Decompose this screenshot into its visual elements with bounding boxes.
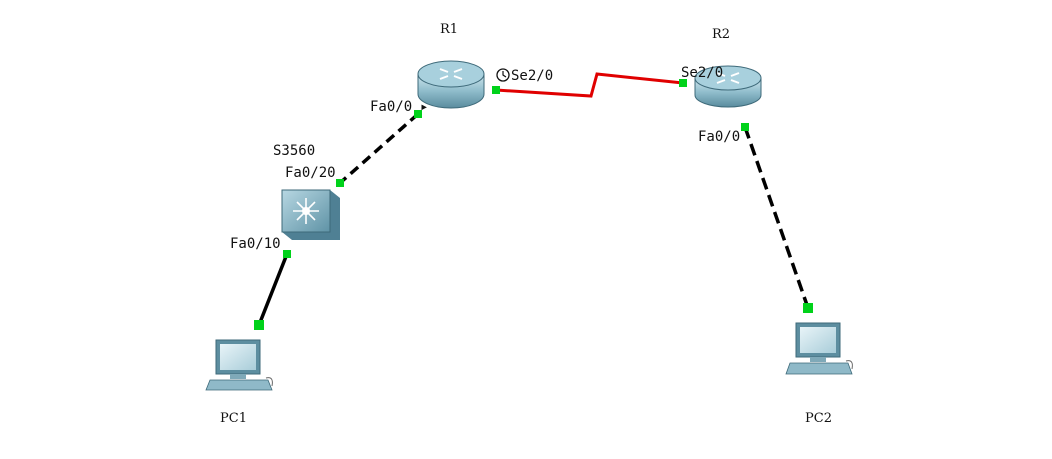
cable-r1-switch[interactable] [338, 112, 420, 185]
pc-icon [205, 339, 273, 391]
link-status-light-switch-fa020 [336, 179, 344, 187]
device-name-r2: R2 [712, 27, 730, 42]
device-name-s3560: S3560 [273, 143, 315, 159]
port-label-r1-se20: Se2/0 [511, 68, 553, 84]
link-status-light-pc2 [803, 303, 813, 313]
router-r1[interactable]: R1 [417, 22, 485, 109]
port-label-switch-fa010: Fa0/10 [230, 236, 281, 252]
link-status-light-pc1 [254, 320, 264, 330]
device-name-pc2: PC2 [805, 411, 832, 426]
cable-r2-pc2[interactable] [743, 126, 810, 309]
clock-icon [496, 68, 510, 82]
link-status-light-r1-fa00 [414, 110, 422, 118]
link-status-light-r2-fa00 [741, 123, 749, 131]
cable-switch-pc1[interactable] [257, 253, 289, 326]
link-status-light-r2-se20 [679, 79, 687, 87]
cable-r1-r2-serial[interactable] [495, 72, 684, 98]
port-label-r2-fa00: Fa0/0 [698, 129, 740, 145]
port-label-r2-se20: Se2/0 [681, 65, 723, 81]
router-icon [417, 60, 485, 109]
pc1[interactable]: PC1 [205, 339, 273, 426]
pc2[interactable]: PC2 [785, 322, 853, 426]
device-name-pc1: PC1 [220, 411, 247, 426]
link-status-light-switch-fa010 [283, 250, 291, 258]
port-label-switch-fa020: Fa0/20 [285, 165, 336, 181]
router-icon [694, 65, 762, 108]
link-status-light-r1-se20 [492, 86, 500, 94]
pc-icon [785, 322, 853, 375]
multilayer-switch-icon [281, 189, 340, 240]
port-marker-arrow: ▸ [420, 99, 428, 115]
router-r2[interactable]: R2 [694, 27, 762, 108]
port-label-r1-fa00: Fa0/0 [370, 99, 412, 115]
switch-s3560[interactable]: S3560 [273, 143, 340, 240]
device-name-r1: R1 [440, 22, 458, 37]
